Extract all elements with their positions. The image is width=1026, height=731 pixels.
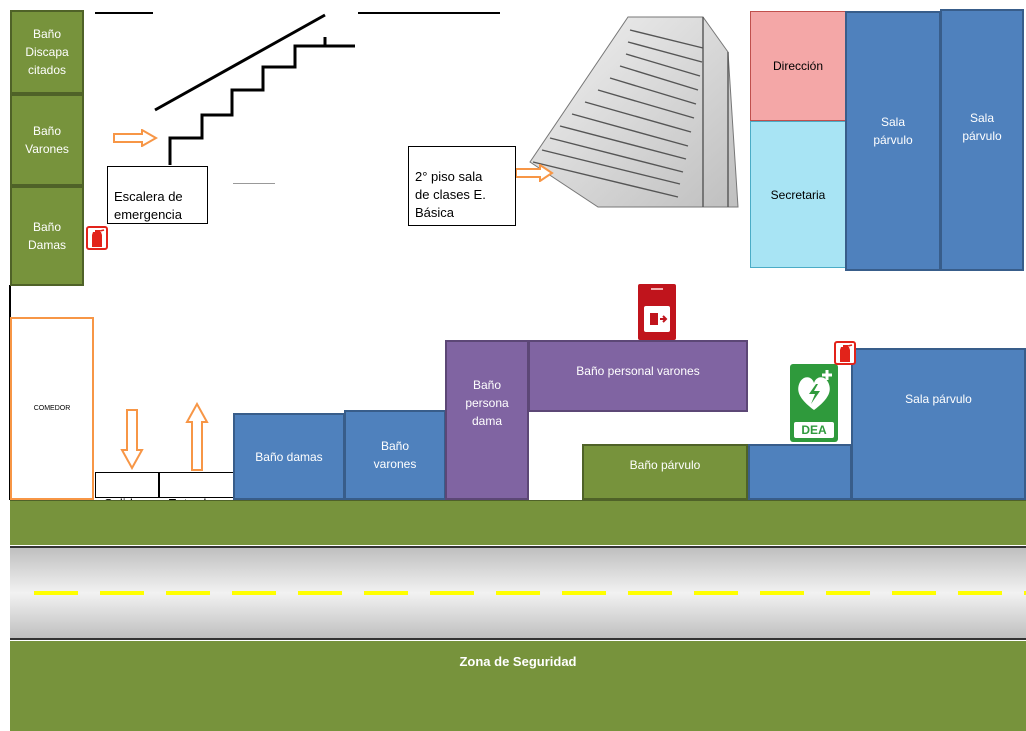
- road: [10, 546, 1026, 640]
- room-direccion: Dirección: [750, 11, 846, 121]
- emergency-stair-drawing: [154, 13, 355, 165]
- defibrillator-icon: DEA: [772, 358, 846, 444]
- zona-seguridad: Zona de Seguridad: [10, 641, 1026, 731]
- room-bano-varones: Baño varones: [344, 410, 446, 500]
- room-bano-personal-dama: Baño persona dama: [445, 340, 529, 500]
- dea-label: DEA: [801, 423, 827, 437]
- room-bano-parvulo: Baño párvulo: [582, 444, 748, 500]
- top-wall-line-left: [95, 12, 153, 14]
- room-sala-parvulo-3: Sala párvulo: [851, 348, 1026, 500]
- room-secretaria: Secretaria: [750, 121, 846, 268]
- room-bano-varones-top: Baño Varones: [10, 94, 84, 186]
- room-bano-damas-top: Baño Damas: [10, 186, 84, 286]
- fire-extinguisher-icon: [86, 226, 108, 250]
- arrow-up-icon: [185, 402, 209, 471]
- arrow-down-icon: [120, 409, 144, 470]
- road-center-line: [34, 591, 1026, 595]
- room-sala-parvulo-1: Sala párvulo: [845, 11, 941, 271]
- room-label: Baño Damas: [27, 220, 66, 252]
- arrow-right-icon: [515, 164, 554, 182]
- green-strip-top: [10, 500, 1026, 545]
- label-segundo-piso: 2° piso sala de clases E. Básica: [408, 146, 516, 226]
- room-sala-parvulo-2: Sala párvulo: [940, 9, 1024, 271]
- label-escalera-emergencia: Escalera de emergencia: [107, 166, 208, 224]
- small-dash-line: [233, 183, 275, 184]
- room-label: Baño Discapa citados: [25, 27, 69, 77]
- top-wall-line-right: [358, 12, 500, 14]
- room-bano-damas: Baño damas: [233, 413, 345, 500]
- room-label: Baño Varones: [25, 124, 69, 156]
- room-hallway-block: [748, 444, 852, 500]
- label-salida[interactable]: Salida: [95, 472, 159, 511]
- room-comedor: COMEDOR: [10, 317, 94, 500]
- fire-extinguisher-icon: [834, 341, 856, 365]
- room-bano-discapacitados: Baño Discapa citados: [10, 10, 84, 94]
- staircase-picture: [529, 16, 739, 208]
- arrow-right-icon: [113, 129, 158, 147]
- fire-alarm-icon: [638, 284, 676, 340]
- label-entrada[interactable]: Entrada: [159, 472, 237, 511]
- room-bano-personal-varones: Baño personal varones: [528, 340, 748, 412]
